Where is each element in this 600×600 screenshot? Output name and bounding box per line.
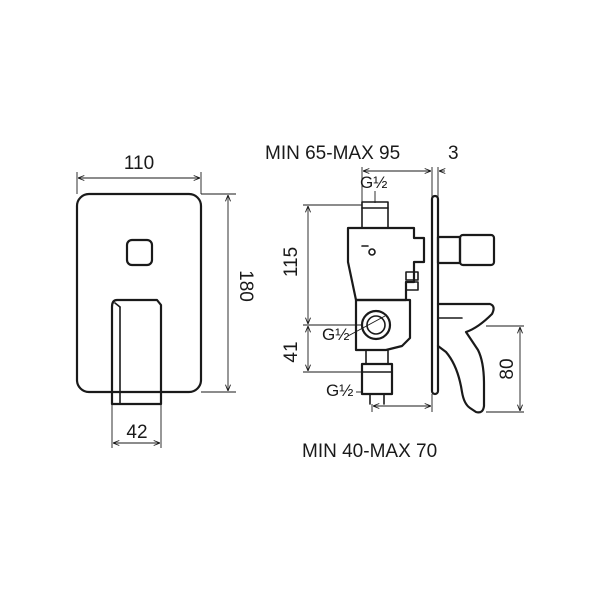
plate-thickness-label: 3 bbox=[448, 143, 459, 164]
lower-height-label: 41 bbox=[281, 341, 302, 362]
thread-top-label: G½ bbox=[360, 173, 387, 192]
diverter-button bbox=[125, 238, 154, 267]
valve-body bbox=[346, 201, 426, 405]
dimension-upper-height: 115 bbox=[281, 204, 362, 326]
dimension-width: 110 bbox=[76, 153, 202, 194]
bottom-range-label: MIN 40-MAX 70 bbox=[302, 441, 437, 462]
cover-plate bbox=[75, 192, 203, 394]
spout-height-label: 80 bbox=[497, 358, 518, 379]
diverter-knob bbox=[436, 233, 496, 267]
dimension-lower-height: 41 bbox=[281, 326, 362, 373]
lever-side bbox=[436, 302, 495, 414]
dimension-handle-width: 42 bbox=[111, 404, 162, 448]
width-label: 110 bbox=[124, 153, 154, 174]
lever-handle bbox=[110, 298, 163, 406]
side-view: MIN 65-MAX 95 3 G½ bbox=[265, 143, 524, 462]
dimension-height: 180 bbox=[201, 193, 256, 393]
top-range-label: MIN 65-MAX 95 bbox=[265, 143, 400, 164]
dimension-top-range bbox=[361, 167, 445, 205]
thread-side-label: G½ bbox=[322, 325, 349, 344]
dimension-spout-height: 80 bbox=[486, 325, 524, 413]
dimension-bottom-range: MIN 40-MAX 70 bbox=[302, 394, 437, 462]
wall-plate bbox=[430, 194, 440, 396]
upper-height-label: 115 bbox=[281, 247, 302, 277]
handle-width-label: 42 bbox=[126, 422, 147, 443]
front-view: 110 180 42 bbox=[75, 153, 256, 448]
height-label: 180 bbox=[235, 270, 256, 302]
thread-bottom-label: G½ bbox=[326, 381, 353, 400]
